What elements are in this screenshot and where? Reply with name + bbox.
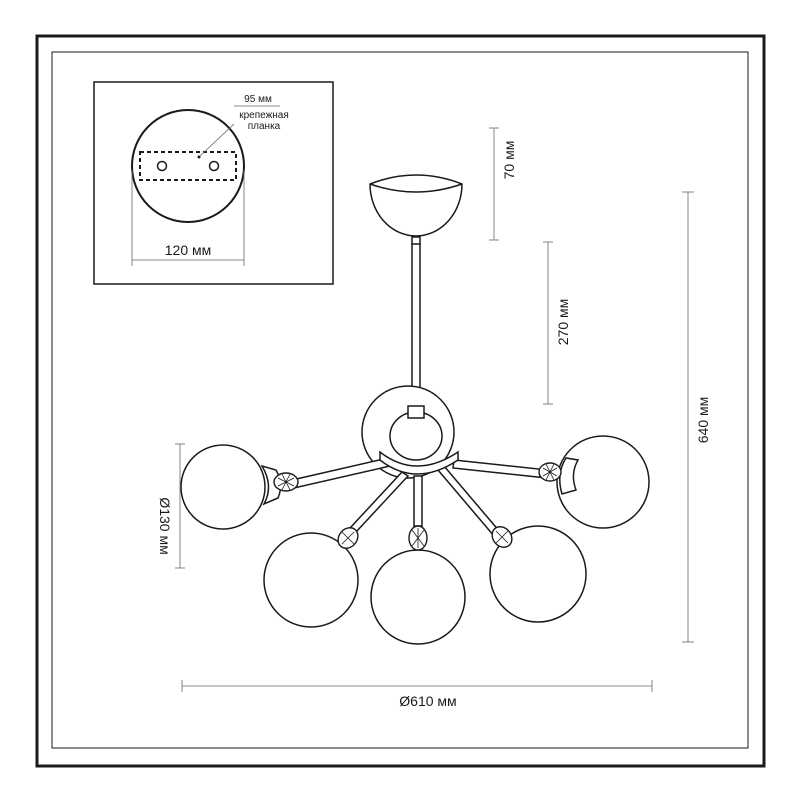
bracket-label-line1: крепежная bbox=[239, 110, 289, 121]
total-height-label: 640 мм bbox=[695, 397, 711, 444]
arm-right bbox=[452, 459, 549, 479]
canopy-height-label: 70 мм bbox=[501, 141, 517, 180]
socket-pattern-right bbox=[542, 463, 558, 481]
socket-pattern-lower-left bbox=[341, 531, 355, 545]
outer-frame bbox=[35, 34, 766, 768]
bracket-center-dot bbox=[197, 155, 201, 159]
rod-length-label: 270 мм bbox=[555, 299, 571, 346]
bracket-width-label: 95 мм bbox=[244, 94, 272, 105]
socket-pattern-lower-center bbox=[411, 528, 425, 548]
arm-lower-right bbox=[436, 465, 502, 537]
arm-left bbox=[291, 457, 391, 489]
canopy-rim bbox=[369, 183, 463, 193]
hub-sphere bbox=[389, 411, 443, 461]
mount-detail-inset: 95 мм крепежная планка 120 мм bbox=[93, 81, 334, 285]
globe-right bbox=[556, 435, 650, 529]
globe-lower-right bbox=[489, 525, 587, 623]
arm-lower-left bbox=[348, 471, 410, 533]
globe-lower-center bbox=[370, 549, 466, 645]
mounting-bracket bbox=[139, 151, 237, 181]
socket-pattern-lower-right bbox=[495, 530, 509, 544]
socket-pattern-left bbox=[277, 473, 295, 491]
globe-lower-left bbox=[263, 532, 359, 628]
arm-lower-center bbox=[413, 475, 423, 527]
total-diameter-label: Ø610 мм bbox=[399, 693, 456, 709]
dimension-lines bbox=[175, 127, 694, 692]
inset-frame bbox=[93, 81, 334, 285]
inner-frame bbox=[51, 51, 749, 749]
canopy-plate bbox=[131, 109, 245, 223]
canopy-diameter-label: 120 мм bbox=[165, 242, 212, 258]
shade-diameter-label: Ø130 мм bbox=[157, 497, 173, 554]
bracket-hole-left bbox=[156, 160, 168, 172]
chandelier bbox=[180, 174, 650, 645]
bracket-leader bbox=[199, 123, 235, 157]
hub-ring bbox=[379, 450, 459, 475]
globe-left bbox=[180, 444, 266, 530]
bracket-hole-right bbox=[208, 160, 220, 172]
canopy-dome bbox=[369, 174, 463, 237]
bracket-label-line2: планка bbox=[248, 121, 281, 132]
hub-collar bbox=[407, 405, 425, 419]
